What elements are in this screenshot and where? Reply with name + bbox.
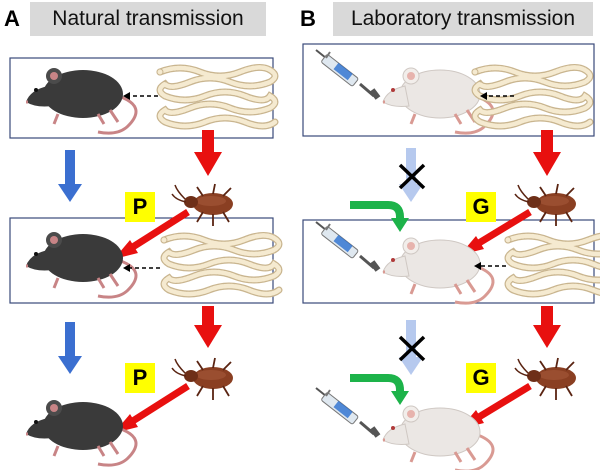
red-arrow [114, 383, 190, 433]
blue-arrow [58, 322, 82, 374]
faded-arrow [399, 148, 423, 202]
cross-mark-icon [398, 163, 426, 190]
panel-b-letter: B [300, 6, 316, 31]
rat-icon [24, 230, 138, 299]
syringe-icon [316, 388, 378, 436]
panel-b-title: Laboratory transmission [333, 2, 593, 36]
green-arrow [350, 201, 409, 232]
panel-b-stage1-box [302, 43, 595, 137]
tapeworm-icon [161, 235, 279, 294]
parasite-tag-a1: P [125, 192, 155, 222]
red-arrow [194, 306, 222, 348]
red-arrow [533, 130, 561, 176]
blue-arrow [58, 150, 82, 202]
green-arrow [350, 374, 409, 405]
tapeworm-icon [157, 67, 275, 126]
red-arrow [533, 306, 561, 348]
red-arrow [194, 130, 222, 176]
panel-a-title: Natural transmission [30, 2, 266, 36]
parasite-tag-b2: G [466, 363, 496, 393]
tapeworm-icon [505, 235, 600, 294]
panel-a-letter: A [4, 6, 20, 31]
syringe-icon [316, 222, 378, 270]
rat-icon [24, 66, 138, 135]
rat-icon [24, 398, 138, 467]
faded-arrow [399, 320, 423, 375]
cross-mark-icon [398, 335, 426, 362]
parasite-tag-a2: P [125, 363, 155, 393]
beetle-icon [514, 357, 577, 401]
parasite-tag-b1: G [466, 192, 496, 222]
syringe-icon [316, 50, 378, 98]
